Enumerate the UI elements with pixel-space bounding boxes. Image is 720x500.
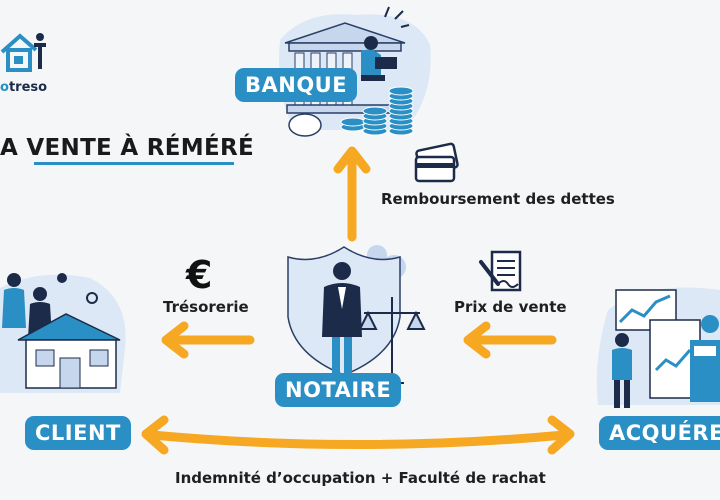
banker-head: [364, 36, 378, 50]
edge-label-remboursement: Remboursement des dettes: [381, 190, 615, 208]
logo-text-accent: o: [0, 80, 9, 95]
notary-head: [333, 262, 351, 280]
page-title: A VENTE À RÉMÉRÉ: [0, 135, 255, 161]
node-acquereur: ACQUÉREU: [599, 416, 720, 450]
buyer-head: [615, 333, 629, 347]
growth-chart-icon: [618, 294, 671, 324]
edge-label-tresorerie: Trésorerie: [163, 298, 249, 316]
client-illustration: [0, 273, 126, 393]
node-client: CLIENT: [25, 416, 131, 450]
arrow-left-to-client: [161, 321, 255, 359]
coin-stack-icon: [340, 86, 414, 136]
edge-label-prix-de-vente: Prix de vente: [454, 298, 567, 316]
dollar-coin-icon: [701, 315, 719, 333]
logo-text-rest: treso: [8, 80, 48, 95]
person-head: [57, 273, 67, 283]
arrow-left-to-notaire: [463, 321, 557, 359]
node-notaire: NOTAIRE: [275, 373, 402, 407]
double-arrow-client-acquereur: [141, 415, 575, 455]
title-underline: [34, 162, 234, 165]
key-icon: [86, 292, 98, 304]
logo-house-icon: [0, 33, 46, 72]
node-banque: BANQUE: [235, 68, 358, 102]
person-head: [7, 273, 21, 287]
piggy-bank-icon: [288, 113, 322, 137]
notary-illustration: [287, 245, 426, 384]
euro-icon: €: [186, 253, 213, 297]
person-head: [33, 287, 47, 301]
logo-text: otreso: [0, 80, 47, 95]
arrow-up-to-banque: [333, 146, 371, 242]
acquereur-illustration: [596, 287, 720, 408]
edge-label-indemnite: Indemnité d’occupation + Faculté de rach…: [175, 469, 546, 487]
contract-icon: [479, 250, 522, 292]
credit-cards-icon: [414, 142, 459, 183]
